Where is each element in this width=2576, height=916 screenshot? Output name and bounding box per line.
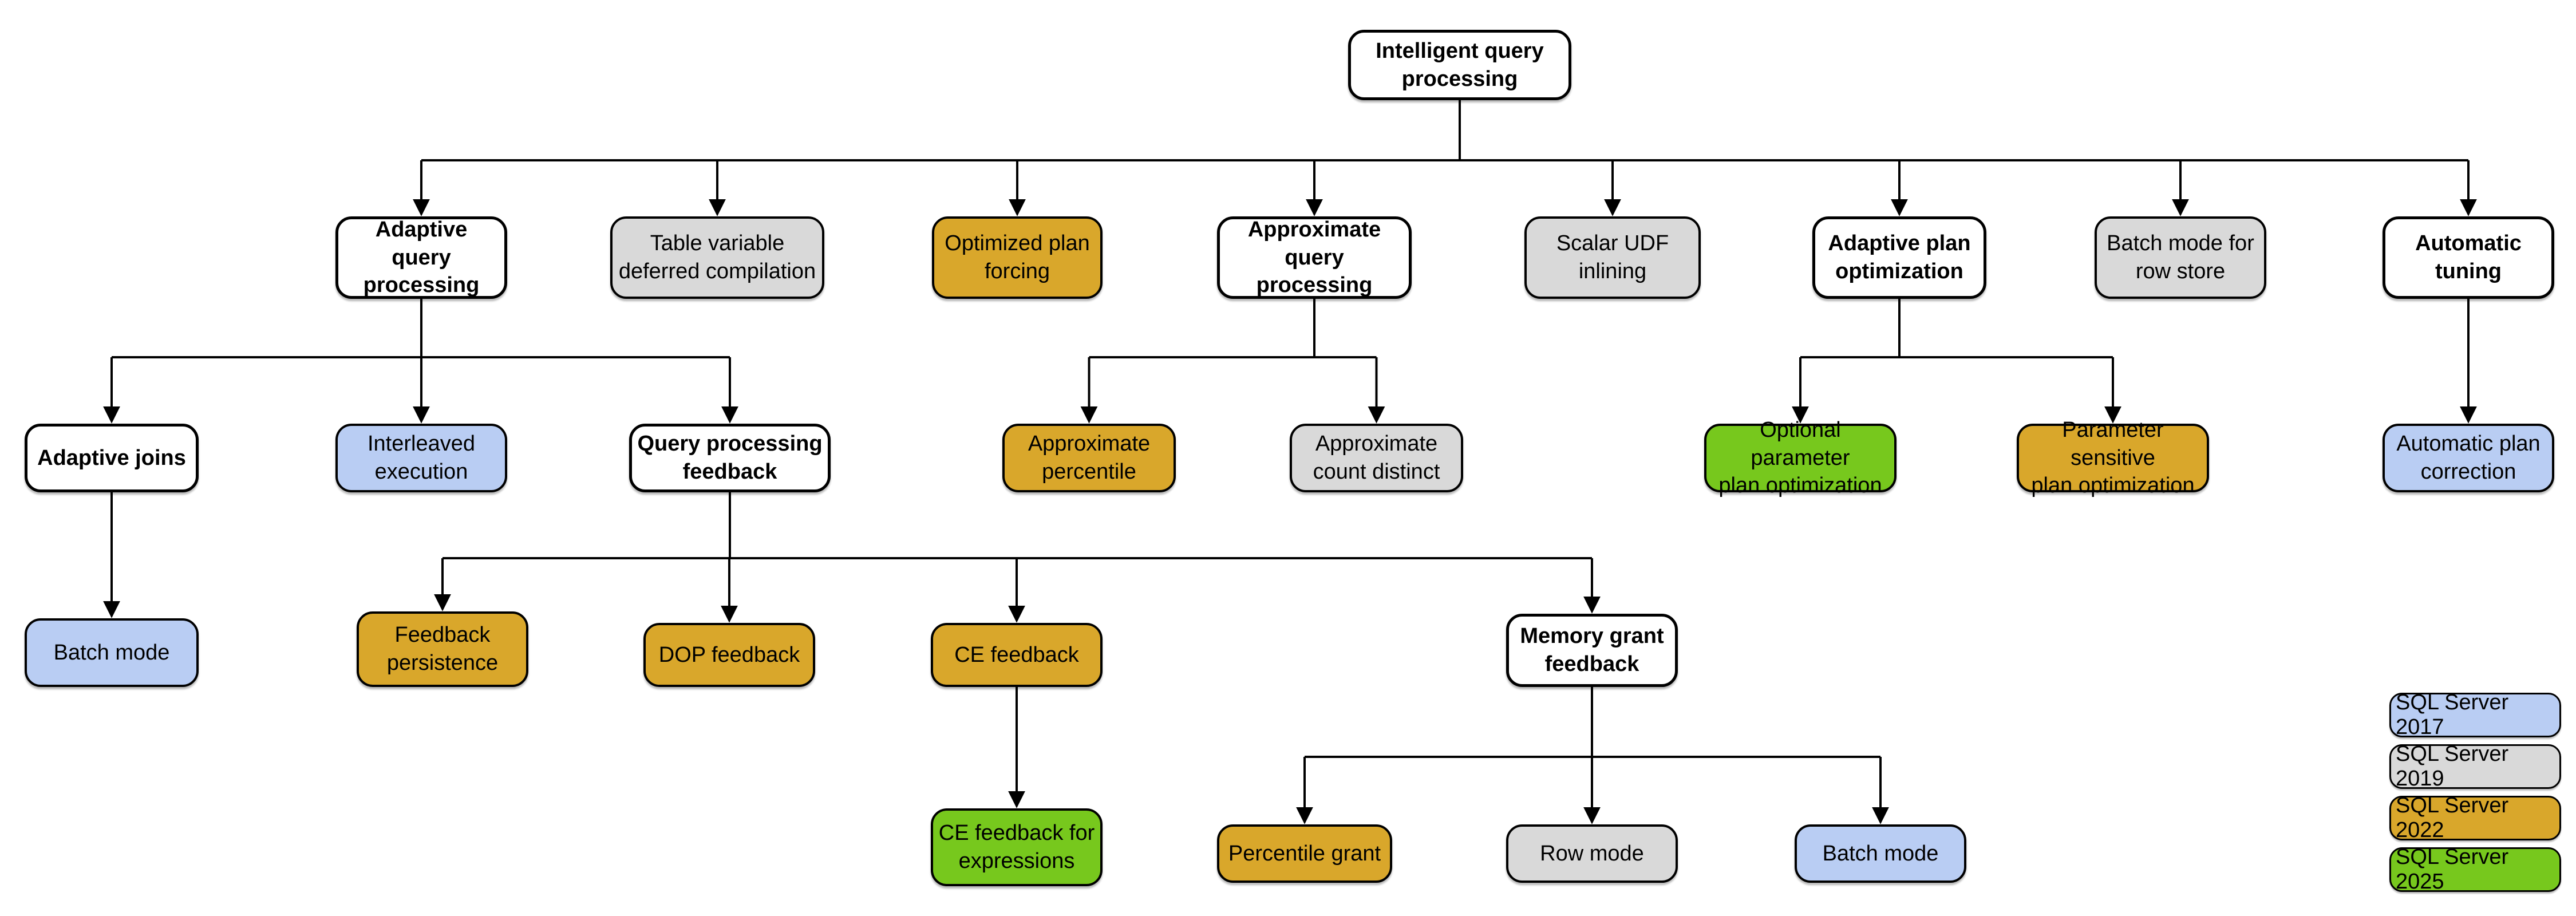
legend-item-2022: SQL Server 2022 xyxy=(2389,793,2561,842)
node-intelligent-query-processing: Intelligent query processing xyxy=(1348,30,1571,100)
node-label: Scalar UDF inlining xyxy=(1556,231,1669,283)
node-ce-feedback-for-expressions: CE feedback for expressions xyxy=(931,808,1103,886)
legend-label: SQL Server 2025 xyxy=(2396,845,2509,894)
node-percentile-grant: Percentile grant xyxy=(1217,824,1392,883)
node-scalar-udf-inlining: Scalar UDF inlining xyxy=(1524,216,1701,299)
node-label: Intelligent query processing xyxy=(1376,38,1544,91)
node-label: Optimized plan forcing xyxy=(945,231,1090,283)
node-label: Query processing feedback xyxy=(637,432,823,484)
node-label: Automatic plan correction xyxy=(2396,432,2541,484)
node-ce-feedback: CE feedback xyxy=(931,623,1103,687)
connector xyxy=(1089,299,1377,358)
node-label: Approximate count distinct xyxy=(1313,432,1440,484)
node-memory-grant-feedback: Memory grant feedback xyxy=(1506,614,1678,687)
node-label: Interleaved execution xyxy=(367,432,475,484)
node-automatic-plan-correction: Automatic plan correction xyxy=(2383,424,2554,492)
connector xyxy=(421,100,2468,161)
node-optional-parameter-plan-optimization: Optional parameter plan optimization xyxy=(1704,418,1897,498)
node-adaptive-joins: Adaptive joins xyxy=(25,424,199,492)
node-row-mode: Row mode xyxy=(1506,824,1678,883)
node-label: Automatic tuning xyxy=(2415,231,2522,283)
node-automatic-tuning: Automatic tuning xyxy=(2383,216,2554,299)
legend-label: SQL Server 2019 xyxy=(2396,742,2509,791)
legend-item-2017: SQL Server 2017 xyxy=(2389,690,2561,739)
node-label: Parameter sensitive plan optimization xyxy=(2031,418,2195,498)
node-adaptive-plan-optimization: Adaptive plan optimization xyxy=(1812,216,1986,299)
node-approximate-count-distinct: Approximate count distinct xyxy=(1290,424,1463,492)
node-label: DOP feedback xyxy=(658,642,800,667)
node-label: Approximate query processing xyxy=(1247,218,1381,298)
node-approximate-percentile: Approximate percentile xyxy=(1002,424,1176,492)
node-label: Percentile grant xyxy=(1228,841,1381,866)
node-dop-feedback: DOP feedback xyxy=(643,623,815,687)
node-batch-mode-for-row-store: Batch mode for row store xyxy=(2095,216,2266,299)
legend-item-2025: SQL Server 2025 xyxy=(2389,845,2561,894)
node-label: Batch mode xyxy=(53,640,170,665)
node-batch-mode-memory-grant: Batch mode xyxy=(1795,824,1966,883)
legend-label: SQL Server 2022 xyxy=(2396,793,2509,842)
node-label: Approximate percentile xyxy=(1028,432,1151,484)
node-query-processing-feedback: Query processing feedback xyxy=(629,424,831,492)
node-label: Batch mode xyxy=(1822,841,1939,866)
node-label: Feedback persistence xyxy=(386,623,499,675)
node-label: Row mode xyxy=(1540,841,1644,866)
node-label: Adaptive joins xyxy=(37,445,186,470)
connector xyxy=(1305,687,1880,758)
node-label: Batch mode for row store xyxy=(2107,231,2254,283)
node-parameter-sensitive-plan-optimization: Parameter sensitive plan optimization xyxy=(2017,418,2209,498)
connector xyxy=(112,299,730,358)
legend-label: SQL Server 2017 xyxy=(2396,690,2509,739)
node-batch-mode-adaptive-joins: Batch mode xyxy=(25,618,199,687)
node-label: CE feedback for expressions xyxy=(938,821,1095,873)
node-label: Optional parameter plan optimization xyxy=(1718,418,1882,498)
connector xyxy=(442,492,1592,559)
node-optimized-plan-forcing: Optimized plan forcing xyxy=(932,216,1103,299)
node-label: Memory grant feedback xyxy=(1520,624,1664,676)
node-table-variable-deferred-compilation: Table variable deferred compilation xyxy=(610,216,824,299)
node-feedback-persistence: Feedback persistence xyxy=(357,611,528,687)
node-label: Adaptive plan optimization xyxy=(1828,231,1971,283)
node-label: Adaptive query processing xyxy=(363,218,480,298)
node-adaptive-query-processing: Adaptive query processing xyxy=(335,216,507,299)
node-interleaved-execution: Interleaved execution xyxy=(335,424,507,492)
connector xyxy=(1800,299,2113,358)
node-label: CE feedback xyxy=(954,642,1079,667)
node-approximate-query-processing: Approximate query processing xyxy=(1217,216,1412,299)
node-label: Table variable deferred compilation xyxy=(618,231,816,283)
legend-item-2019: SQL Server 2019 xyxy=(2389,742,2561,791)
